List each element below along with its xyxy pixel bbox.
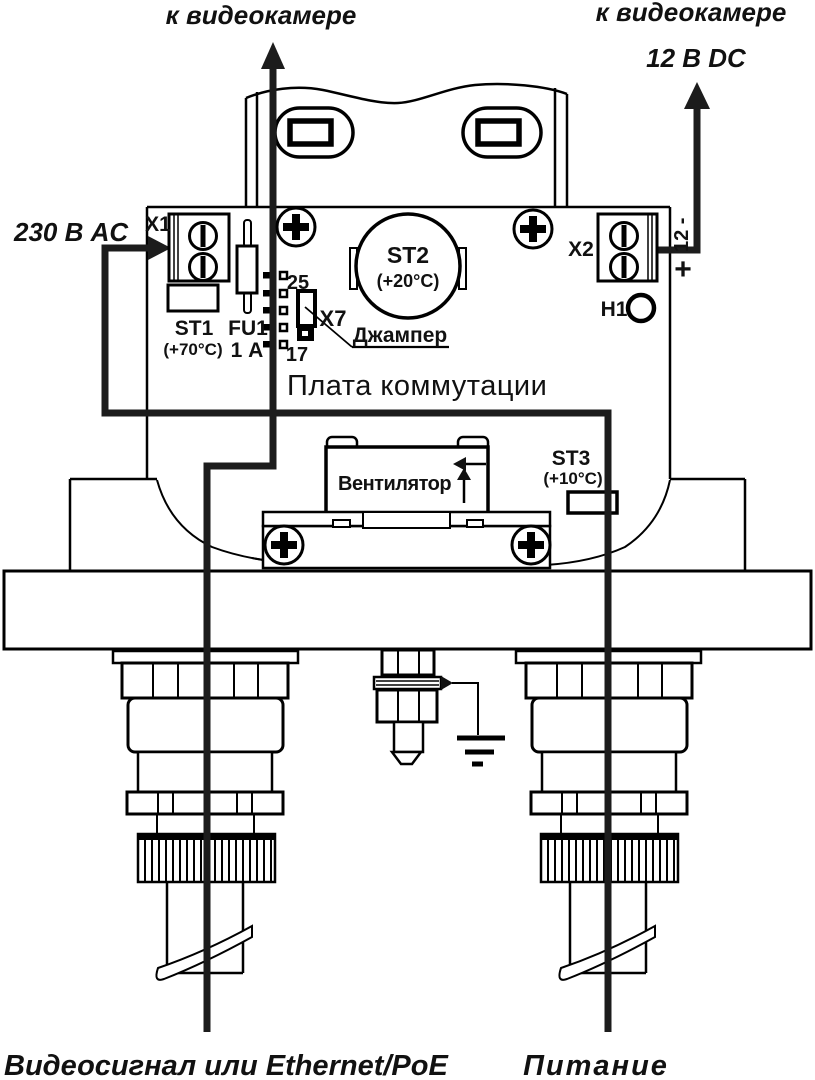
ground-hex-nut-top: [380, 648, 436, 677]
label-pin-25: 25: [287, 272, 309, 294]
x7-jumper-cap-hole: [302, 331, 308, 336]
label-x2-plus: +: [674, 253, 692, 286]
led-h1: [625, 292, 657, 324]
housing-torn-edge-right: [545, 479, 671, 566]
fan-airflow-arrow-left-head: [453, 457, 466, 471]
plate-screw-right: [510, 524, 552, 566]
st3-temp-label: (+10°C): [543, 469, 602, 488]
ground-bolt: [372, 648, 505, 767]
label-cable-power: Питание: [523, 1050, 669, 1080]
plate-screw-left: [263, 524, 305, 566]
label-jumper: Джампер: [353, 324, 448, 347]
jumper-x7: [296, 289, 449, 349]
housing-flange: [2, 569, 813, 651]
pad: [263, 272, 270, 279]
x1-input-arrow-head: [148, 236, 171, 260]
knurl-hatching: [547, 840, 675, 882]
st3-label: ST3: [552, 447, 591, 470]
label-board-title: Плата коммутации: [287, 370, 547, 402]
label-st1: ST1: [175, 317, 214, 340]
camera-arrow-left-head: [261, 42, 285, 69]
camera-arrow-right-head: [684, 82, 710, 109]
fan-airflow-arrow-up-head: [457, 468, 471, 480]
ground-hex-nut-mid: [375, 688, 439, 724]
pad: [278, 322, 289, 333]
knurl-hatching: [144, 840, 272, 882]
pad: [263, 341, 270, 348]
label-st2-temp: (+20°C): [377, 271, 440, 291]
fuse-fu1: [235, 219, 259, 314]
dc12-wire: [658, 108, 701, 254]
label-x2: X2: [568, 238, 594, 261]
fan-label: Вентилятор: [338, 473, 451, 495]
label-pin-17: 17: [286, 344, 308, 366]
label-cable-video: Видеосигнал или Ethernet/PoE: [4, 1050, 449, 1080]
screw-cross-v: [292, 214, 300, 240]
label-12v-dc: 12 В DC: [646, 43, 747, 73]
ground-stud-tip: [389, 750, 424, 766]
pad: [263, 324, 270, 331]
label-fu1: FU1: [228, 317, 268, 340]
label-x1: X1: [145, 213, 171, 236]
ground-lug: [372, 675, 443, 691]
jumper-leader-line: [304, 306, 353, 348]
pad: [278, 288, 289, 299]
bracket-slot-right-insert: [475, 118, 522, 147]
st2-body: [354, 212, 462, 320]
pad: [263, 290, 270, 297]
lug-arrow-tip: [441, 676, 453, 690]
plate-notch-right: [466, 519, 484, 528]
camera-bracket: [244, 82, 569, 207]
terminal-x2: [596, 212, 659, 283]
wires: [101, 42, 710, 1032]
pad: [278, 270, 289, 281]
pad: [263, 307, 270, 314]
label-230v-ac: 230 В AC: [13, 217, 129, 247]
plate-body: [261, 524, 552, 570]
ground-wire: [452, 682, 479, 735]
fu1-pin-bottom: [243, 291, 252, 314]
screw-cross-v: [280, 532, 288, 558]
terminal-x1: [167, 212, 231, 283]
label-x2-minus: 12 -: [671, 218, 693, 252]
screw-cross-v: [529, 216, 537, 242]
fan: Вентилятор: [324, 435, 490, 515]
fan-plate: [261, 510, 552, 570]
bracket-torn-top-edge: [245, 82, 568, 105]
label-x7: X7: [320, 306, 347, 331]
text-labels: к видеокамере к видеокамере 12 В DC 230 …: [4, 0, 786, 1080]
label-to-camera-right: к видеокамере: [596, 0, 787, 27]
plate-notch-left: [332, 519, 351, 528]
label-st1-temp: (+70°C): [163, 340, 222, 359]
pad: [278, 305, 289, 316]
ground-stud: [392, 720, 425, 754]
video-cable: [203, 68, 277, 1032]
plate-center-recess: [362, 511, 451, 529]
fu1-pin-top: [243, 219, 252, 248]
screw-cross-v: [527, 532, 535, 558]
board-screw-right: [512, 208, 554, 250]
fu1-body: [235, 244, 259, 295]
earth-symbol: [457, 735, 505, 767]
power-cable-230v: [101, 244, 612, 1032]
thermostat-st2: [349, 212, 467, 320]
label-to-camera-left: к видеокамере: [166, 0, 357, 30]
pad: [278, 339, 289, 350]
thermostat-st1-body: [166, 283, 220, 313]
label-fu1-rating: 1 А: [231, 339, 264, 362]
label-st2: ST2: [387, 242, 429, 268]
bracket-slot-left-insert: [287, 118, 334, 147]
label-h1: H1: [601, 298, 628, 321]
board-screw-left: [275, 206, 317, 248]
connector-pads: [263, 270, 289, 350]
